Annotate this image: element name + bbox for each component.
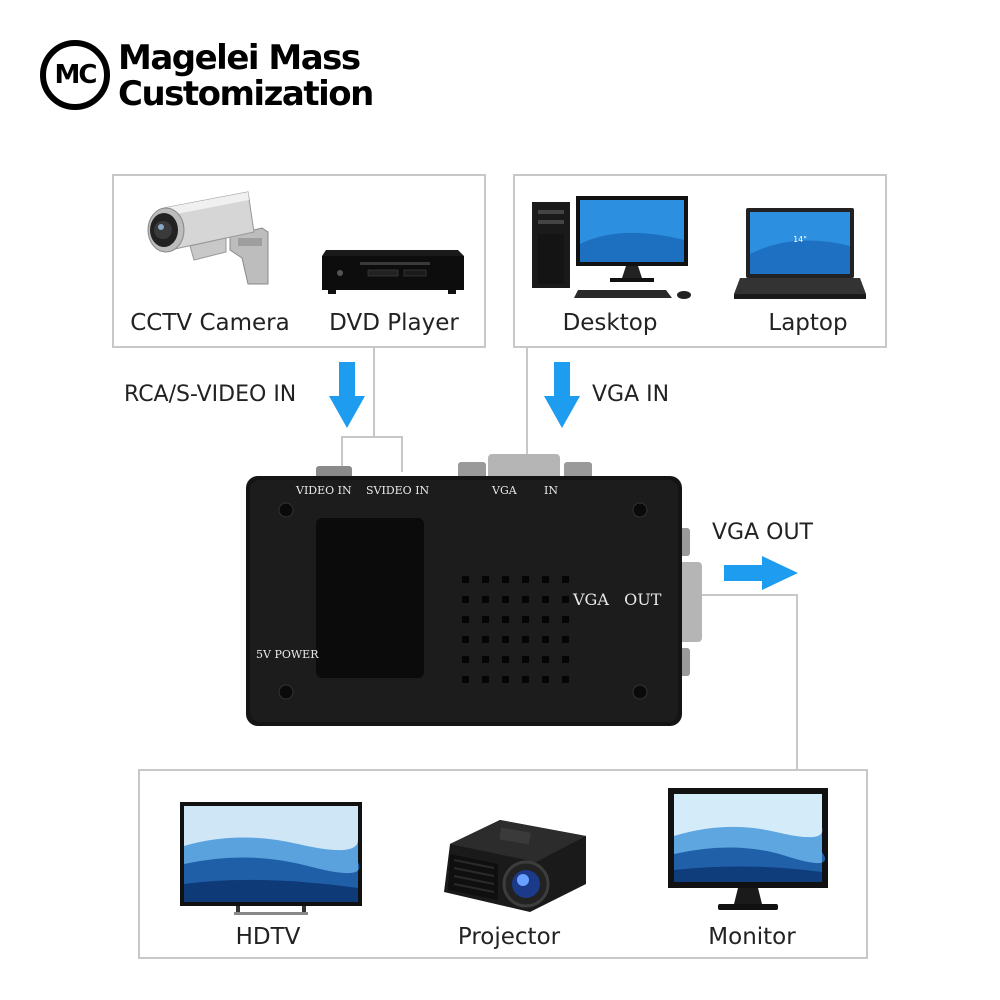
projector-label: Projector	[457, 924, 561, 950]
converter-in-text: IN	[544, 484, 558, 497]
vga-in-line	[526, 348, 528, 456]
hdtv-label: HDTV	[235, 924, 301, 950]
desktop-label: Desktop	[562, 310, 658, 336]
desktop-computer-icon	[532, 196, 691, 299]
cctv-camera-label: CCTV Camera	[130, 310, 290, 336]
converter-svideo-in-text: SVIDEO IN	[366, 484, 430, 497]
brand-name: Magelei Mass Customization	[118, 38, 374, 114]
brand-line-2: Customization	[118, 74, 374, 114]
projector-icon	[444, 820, 586, 912]
monitor-label: Monitor	[708, 924, 796, 950]
analog-line-down	[373, 348, 375, 436]
converter-video-in-text: VIDEO IN	[296, 484, 352, 497]
cctv-camera-icon	[147, 191, 269, 285]
converter-vga-out-text: VGA OUT	[573, 590, 662, 609]
vga-in-arrow-icon	[544, 362, 580, 428]
monitor-icon	[668, 788, 828, 910]
vga-out-line-h	[694, 594, 798, 596]
vga-out-label: VGA OUT	[712, 520, 813, 545]
analog-line-left	[341, 436, 343, 472]
hdtv-icon	[180, 802, 362, 915]
analog-line-bar	[341, 436, 403, 438]
vga-out-line-v	[796, 594, 798, 770]
laptop-label: Laptop	[768, 310, 848, 336]
analog-line-right	[401, 436, 403, 472]
laptop-icon: 14"	[734, 208, 866, 299]
vga-in-label: VGA IN	[592, 382, 670, 407]
converter-vga-text: VGA	[492, 484, 517, 497]
vga-out-arrow-icon	[724, 556, 798, 590]
brand-monogram: MC	[54, 60, 98, 90]
analog-in-arrow-icon	[329, 362, 365, 428]
brand-monogram-logo: MC	[40, 40, 110, 110]
brand-line-1: Magelei Mass	[118, 38, 361, 78]
dvd-player-label: DVD Player	[329, 310, 459, 336]
analog-in-label: RCA/S-VIDEO IN	[124, 382, 297, 407]
converter-power-text: 5V POWER	[256, 648, 319, 661]
laptop-screen-size: 14"	[793, 235, 807, 244]
converter-box	[246, 454, 702, 726]
dvd-player-icon	[322, 250, 464, 294]
